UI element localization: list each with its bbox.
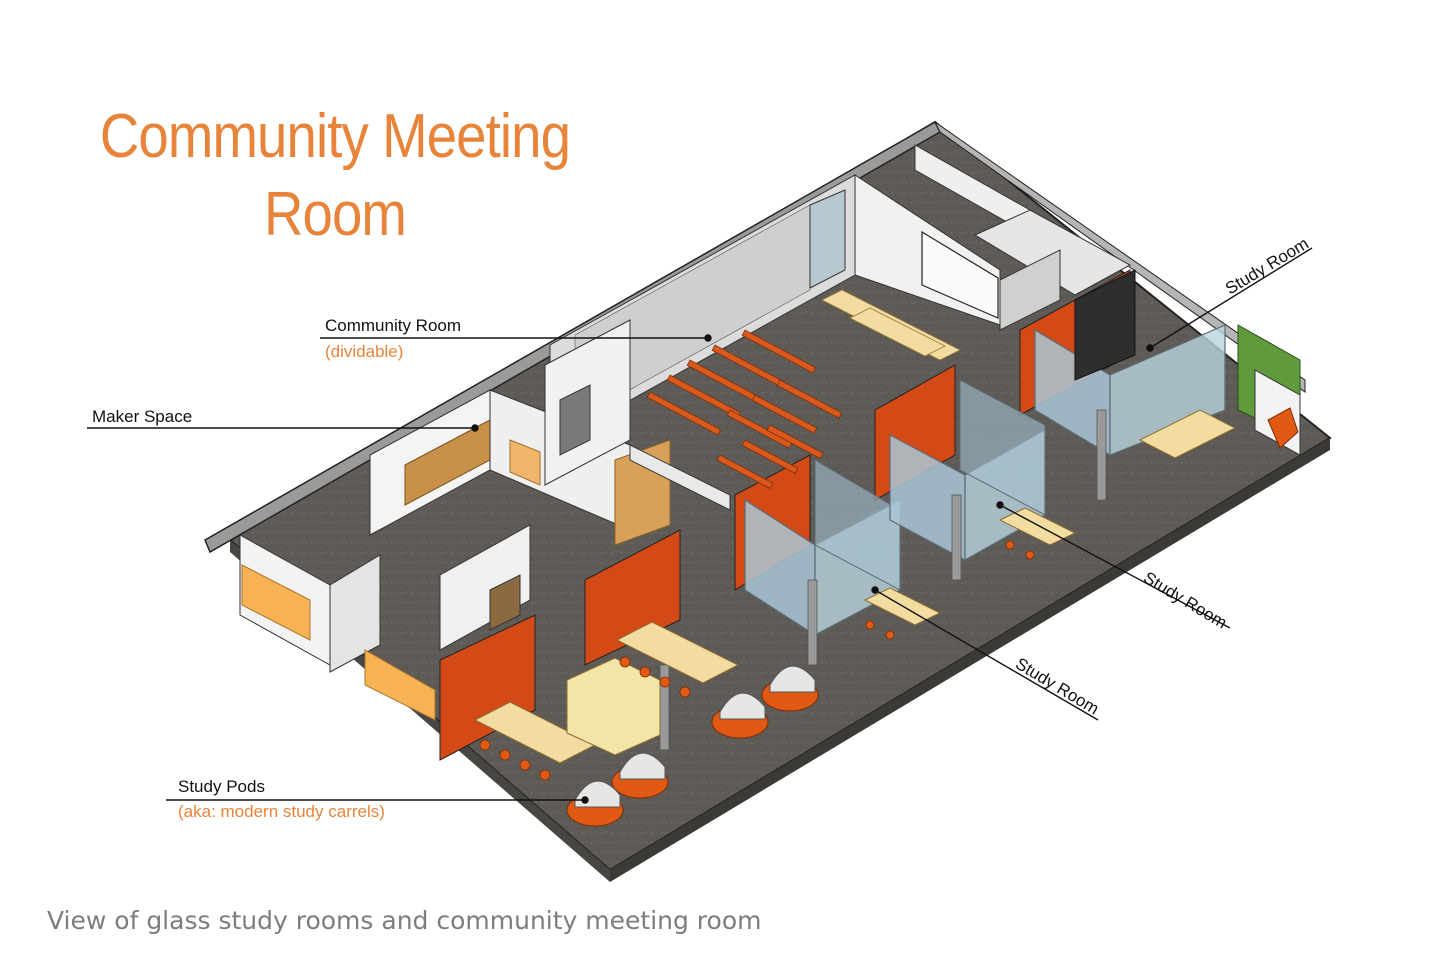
restroom-rooms (239, 524, 531, 721)
label-community-room-sub: (dividable) (325, 342, 404, 361)
glass-study-rooms (744, 269, 1226, 637)
title-line-1: Community Meeting (99, 102, 571, 171)
image-caption: View of glass study rooms and community … (47, 906, 762, 935)
leader-lines (87, 247, 1313, 804)
label-community-room: Community Room (325, 316, 462, 335)
label-study-pods-sub: (aka: modern study carrels) (178, 802, 385, 821)
columns (659, 409, 1107, 751)
page-title: Community Meeting Room (93, 98, 577, 254)
green-wall (1237, 324, 1301, 456)
study-desks (473, 409, 1237, 781)
label-study-pods: Study Pods (178, 777, 265, 796)
maker-space-rooms (369, 319, 731, 546)
back-rooms (914, 144, 1132, 331)
community-room-seating (646, 289, 961, 490)
label-maker-space: Maker Space (92, 407, 193, 426)
study-pods (566, 665, 819, 827)
title-line-2: Room (263, 180, 407, 249)
